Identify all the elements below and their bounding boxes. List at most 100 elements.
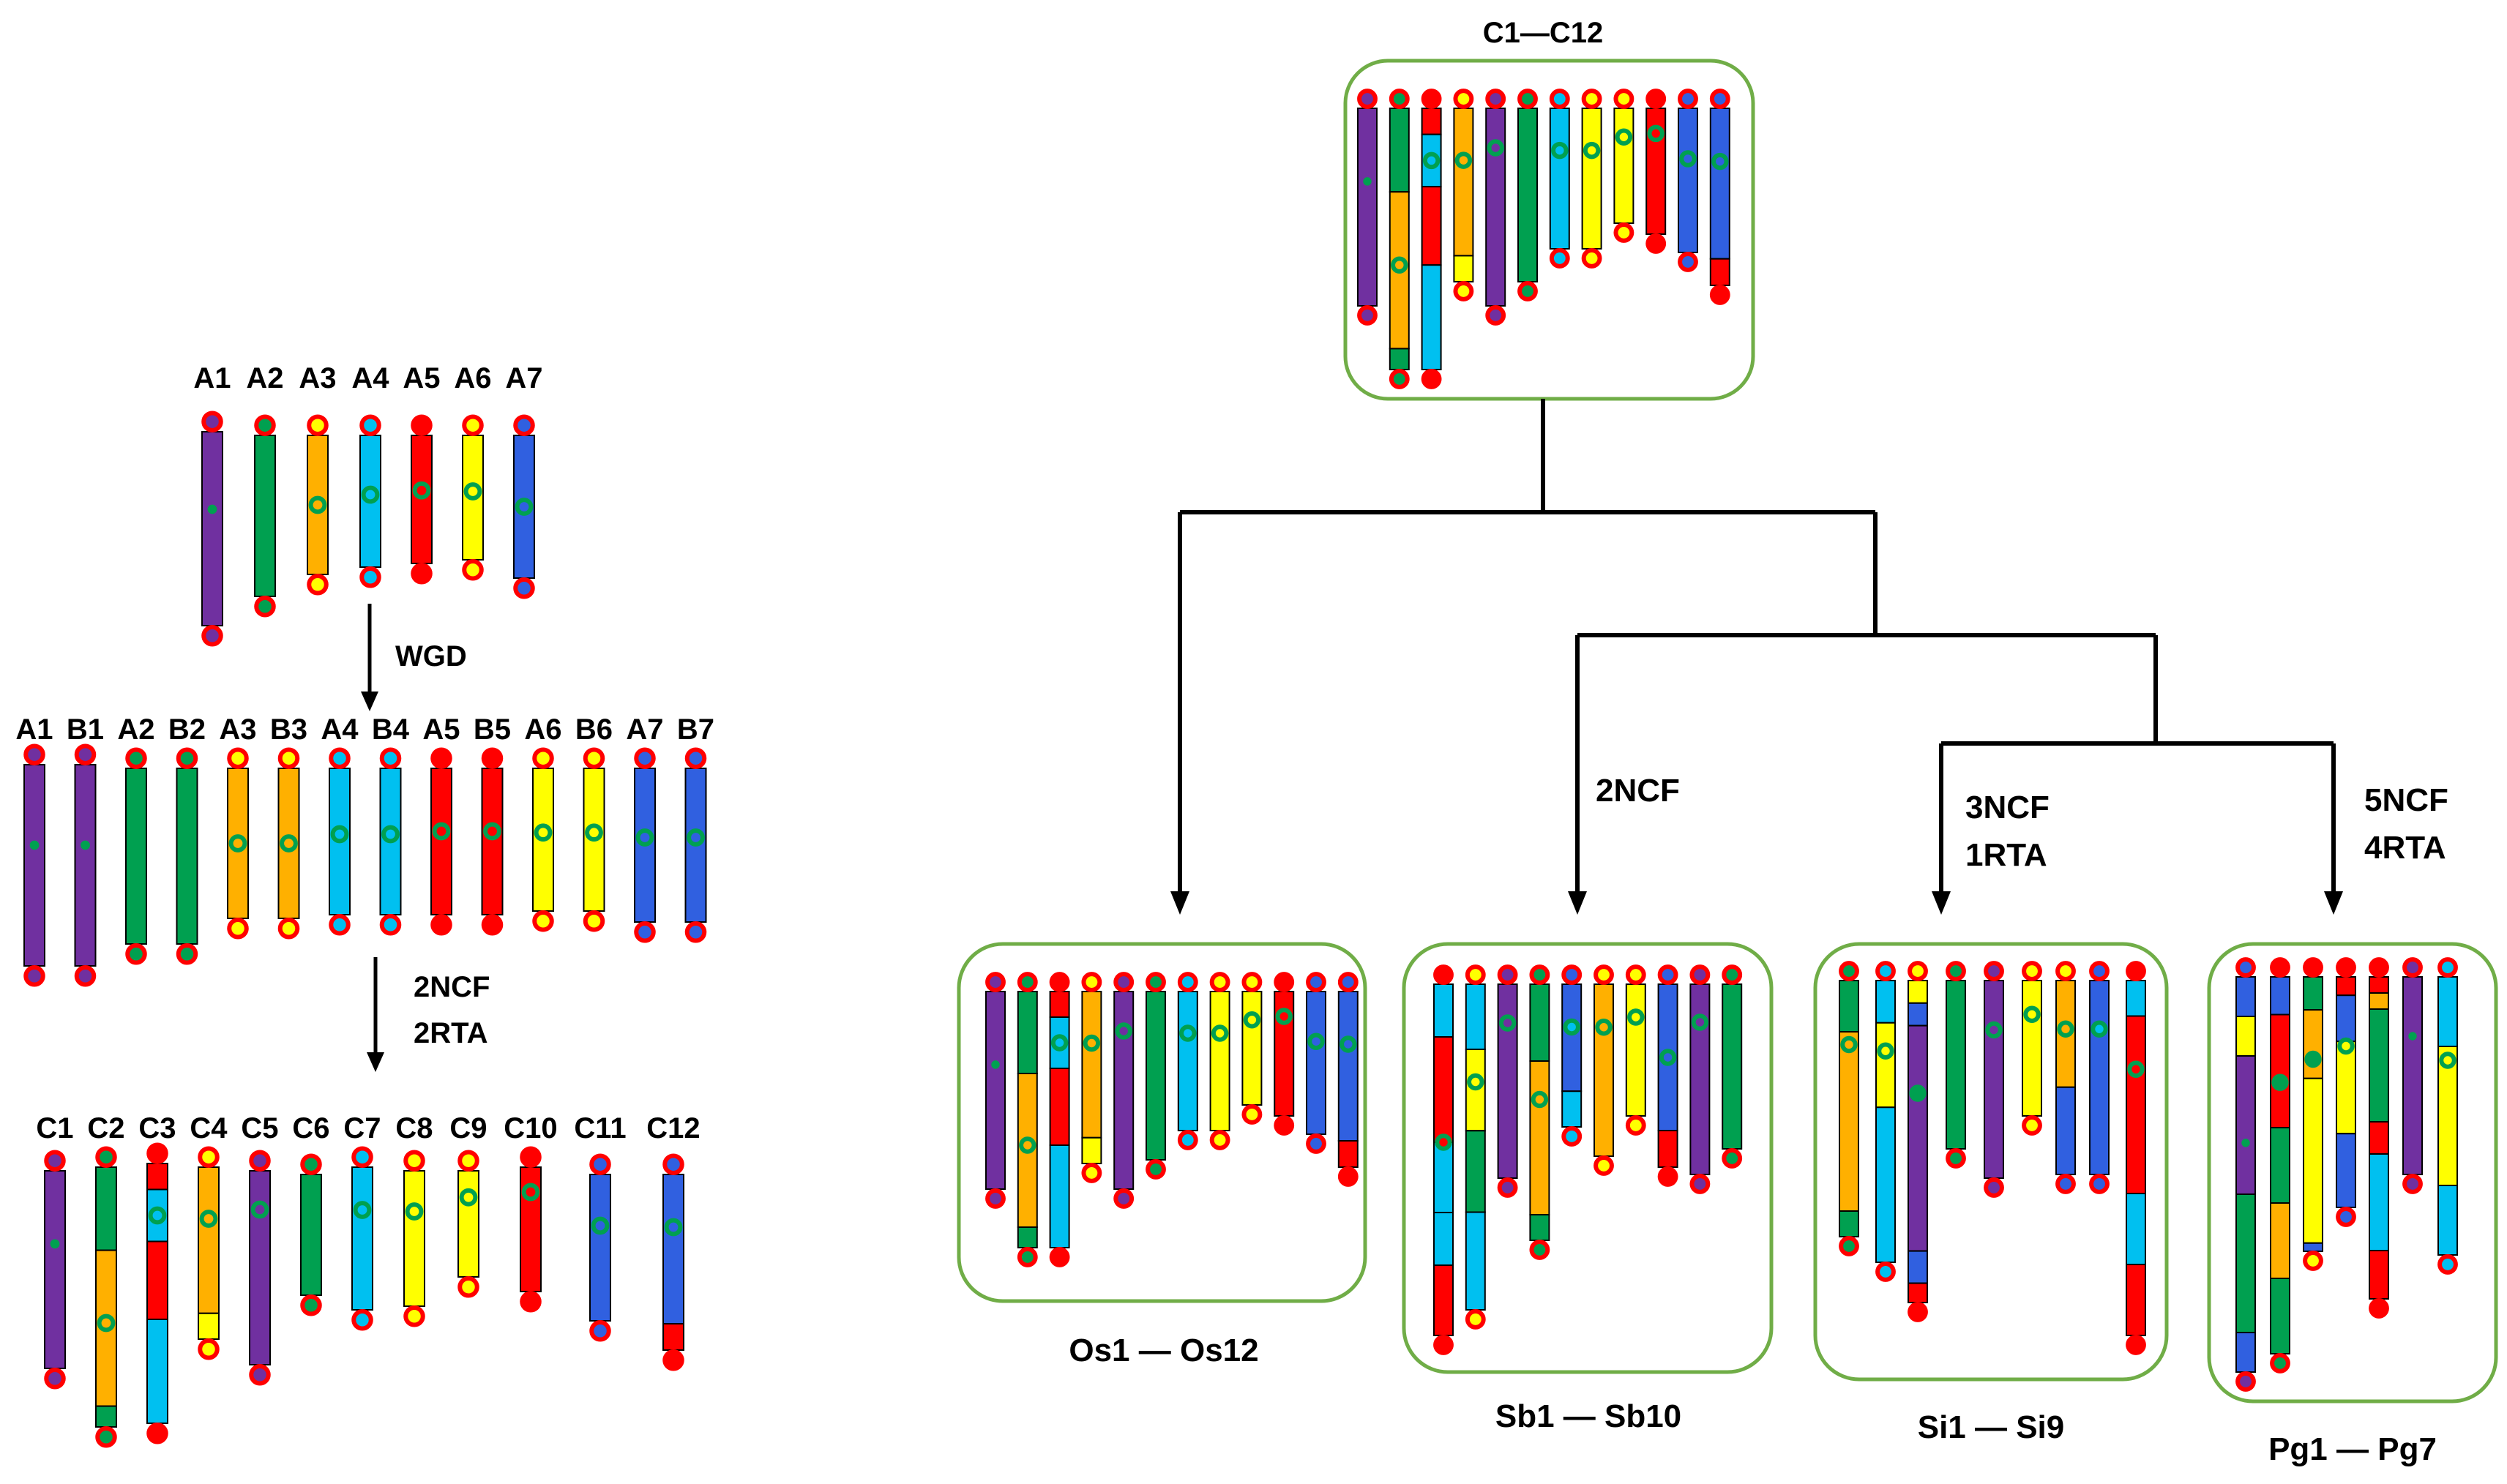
chromosome-label: A4 [321, 713, 359, 746]
ancestral-chromosome [513, 414, 535, 599]
centromere [2439, 1052, 2456, 1069]
centromere [1583, 141, 1601, 160]
os-chromosome [1337, 972, 1359, 1187]
centromere [1615, 128, 1633, 146]
telomere-top [1113, 972, 1135, 992]
telomere-top [359, 414, 381, 436]
grass-ancestor-chromosome [589, 1153, 611, 1342]
chromosome-segment [2270, 1013, 2290, 1128]
telomere-bottom [513, 577, 535, 599]
sb-chromosome [1561, 964, 1583, 1147]
centromere [459, 1188, 478, 1207]
chromosome-label: C3 [138, 1112, 176, 1144]
centromere [463, 482, 482, 501]
telomere-bottom [1561, 1126, 1583, 1147]
chromosome-segment [1389, 348, 1410, 371]
telomere-bottom [95, 1426, 117, 1448]
centromere [1243, 1011, 1261, 1029]
ancestral-chromosome [462, 414, 484, 581]
telomere-bottom [1549, 248, 1570, 269]
pg-chromosome [2336, 957, 2356, 1227]
ancestral-chromosome [359, 414, 381, 588]
os-chromosome [985, 972, 1006, 1209]
telomere-top [125, 747, 147, 769]
chromosome-segment [2369, 992, 2389, 1010]
chromosome-segment [1113, 991, 1135, 1190]
telomere-top [589, 1153, 611, 1175]
sb-chromosome [1594, 964, 1614, 1176]
telomere-bottom [23, 965, 45, 987]
chromosome-label: A3 [299, 362, 336, 394]
centromere [1659, 1049, 1677, 1066]
chromosome-segment [1465, 1211, 1486, 1311]
centromere [432, 822, 451, 841]
centromere [1435, 1133, 1452, 1151]
chromosome-segment [1465, 983, 1486, 1050]
chromosome-segment [1453, 108, 1474, 257]
telomere-top [2270, 957, 2290, 978]
sb-chromosome [1433, 964, 1454, 1355]
si-karyotype [1839, 961, 2146, 1355]
chromosome-segment [2270, 1127, 2290, 1204]
telomere-top [1908, 961, 1928, 981]
telomere-bottom [684, 921, 707, 943]
telomere-bottom [1645, 233, 1667, 254]
root-chromosome [1485, 89, 1506, 326]
telomere-top [44, 1150, 66, 1172]
centromere [1359, 173, 1376, 190]
chromosome-segment [2126, 1015, 2146, 1194]
chromosome-segment [146, 1163, 168, 1191]
telomere-bottom [1017, 1247, 1038, 1267]
chromosome-segment [2270, 976, 2290, 1016]
chromosome-segment [198, 1166, 220, 1314]
chromosome-segment [1678, 108, 1698, 253]
telomere-bottom [1433, 1335, 1454, 1355]
grass-ancestor-karyotype [44, 1142, 684, 1448]
centromere [521, 1183, 540, 1202]
chromosome-segment [1433, 1142, 1454, 1213]
telomere-top [23, 743, 45, 765]
centromere [2057, 1020, 2074, 1038]
chromosome-label: C9 [449, 1112, 487, 1144]
chromosome-segment [1421, 264, 1442, 371]
phylogeny-arrowheads [1170, 891, 2343, 915]
telomere-top [1337, 972, 1359, 992]
centromere [199, 1210, 218, 1228]
chromosome-segment [1146, 991, 1166, 1161]
chromosome-segment [1306, 991, 1326, 1135]
telomere-bottom [1594, 1155, 1614, 1176]
chromosome-label: A6 [524, 713, 561, 746]
telomere-top [1875, 961, 1896, 981]
telomere-bottom [2402, 1174, 2423, 1194]
centromere [2304, 1050, 2322, 1068]
chromosome-segment [662, 1174, 684, 1324]
centromere [2404, 1027, 2421, 1045]
telomere-bottom [2369, 1298, 2389, 1319]
telomere-bottom [1497, 1177, 1518, 1198]
pg-chromosome [2402, 957, 2423, 1194]
telomere-bottom [1946, 1148, 1966, 1169]
sb-chromosome [1529, 964, 1550, 1260]
sb-chromosome [1497, 964, 1518, 1198]
centromere [515, 498, 534, 516]
chromosome-label: A5 [422, 713, 460, 746]
chromosome-segment [2235, 976, 2256, 1017]
centromere [1647, 124, 1665, 143]
chromosome-label: A4 [351, 362, 389, 394]
centromere [534, 823, 553, 842]
chromosome-label: A2 [246, 362, 283, 394]
chromosome-segment [1875, 1106, 1896, 1263]
centromere [2370, 1026, 2388, 1043]
grass-ancestor-chromosome [146, 1142, 168, 1444]
ancestral-chromosome [411, 414, 433, 585]
centromere [405, 1202, 424, 1221]
telomere-top [1561, 964, 1583, 985]
chromosome-segment [146, 1240, 168, 1320]
telomere-bottom [1465, 1309, 1486, 1330]
chromosome-segment [1839, 980, 1859, 1033]
root-chromosome [1645, 89, 1667, 254]
telomere-bottom [198, 1338, 220, 1360]
telomere-bottom [2303, 1251, 2323, 1271]
telomere-bottom [300, 1294, 322, 1316]
si-chromosome [1908, 961, 1928, 1322]
